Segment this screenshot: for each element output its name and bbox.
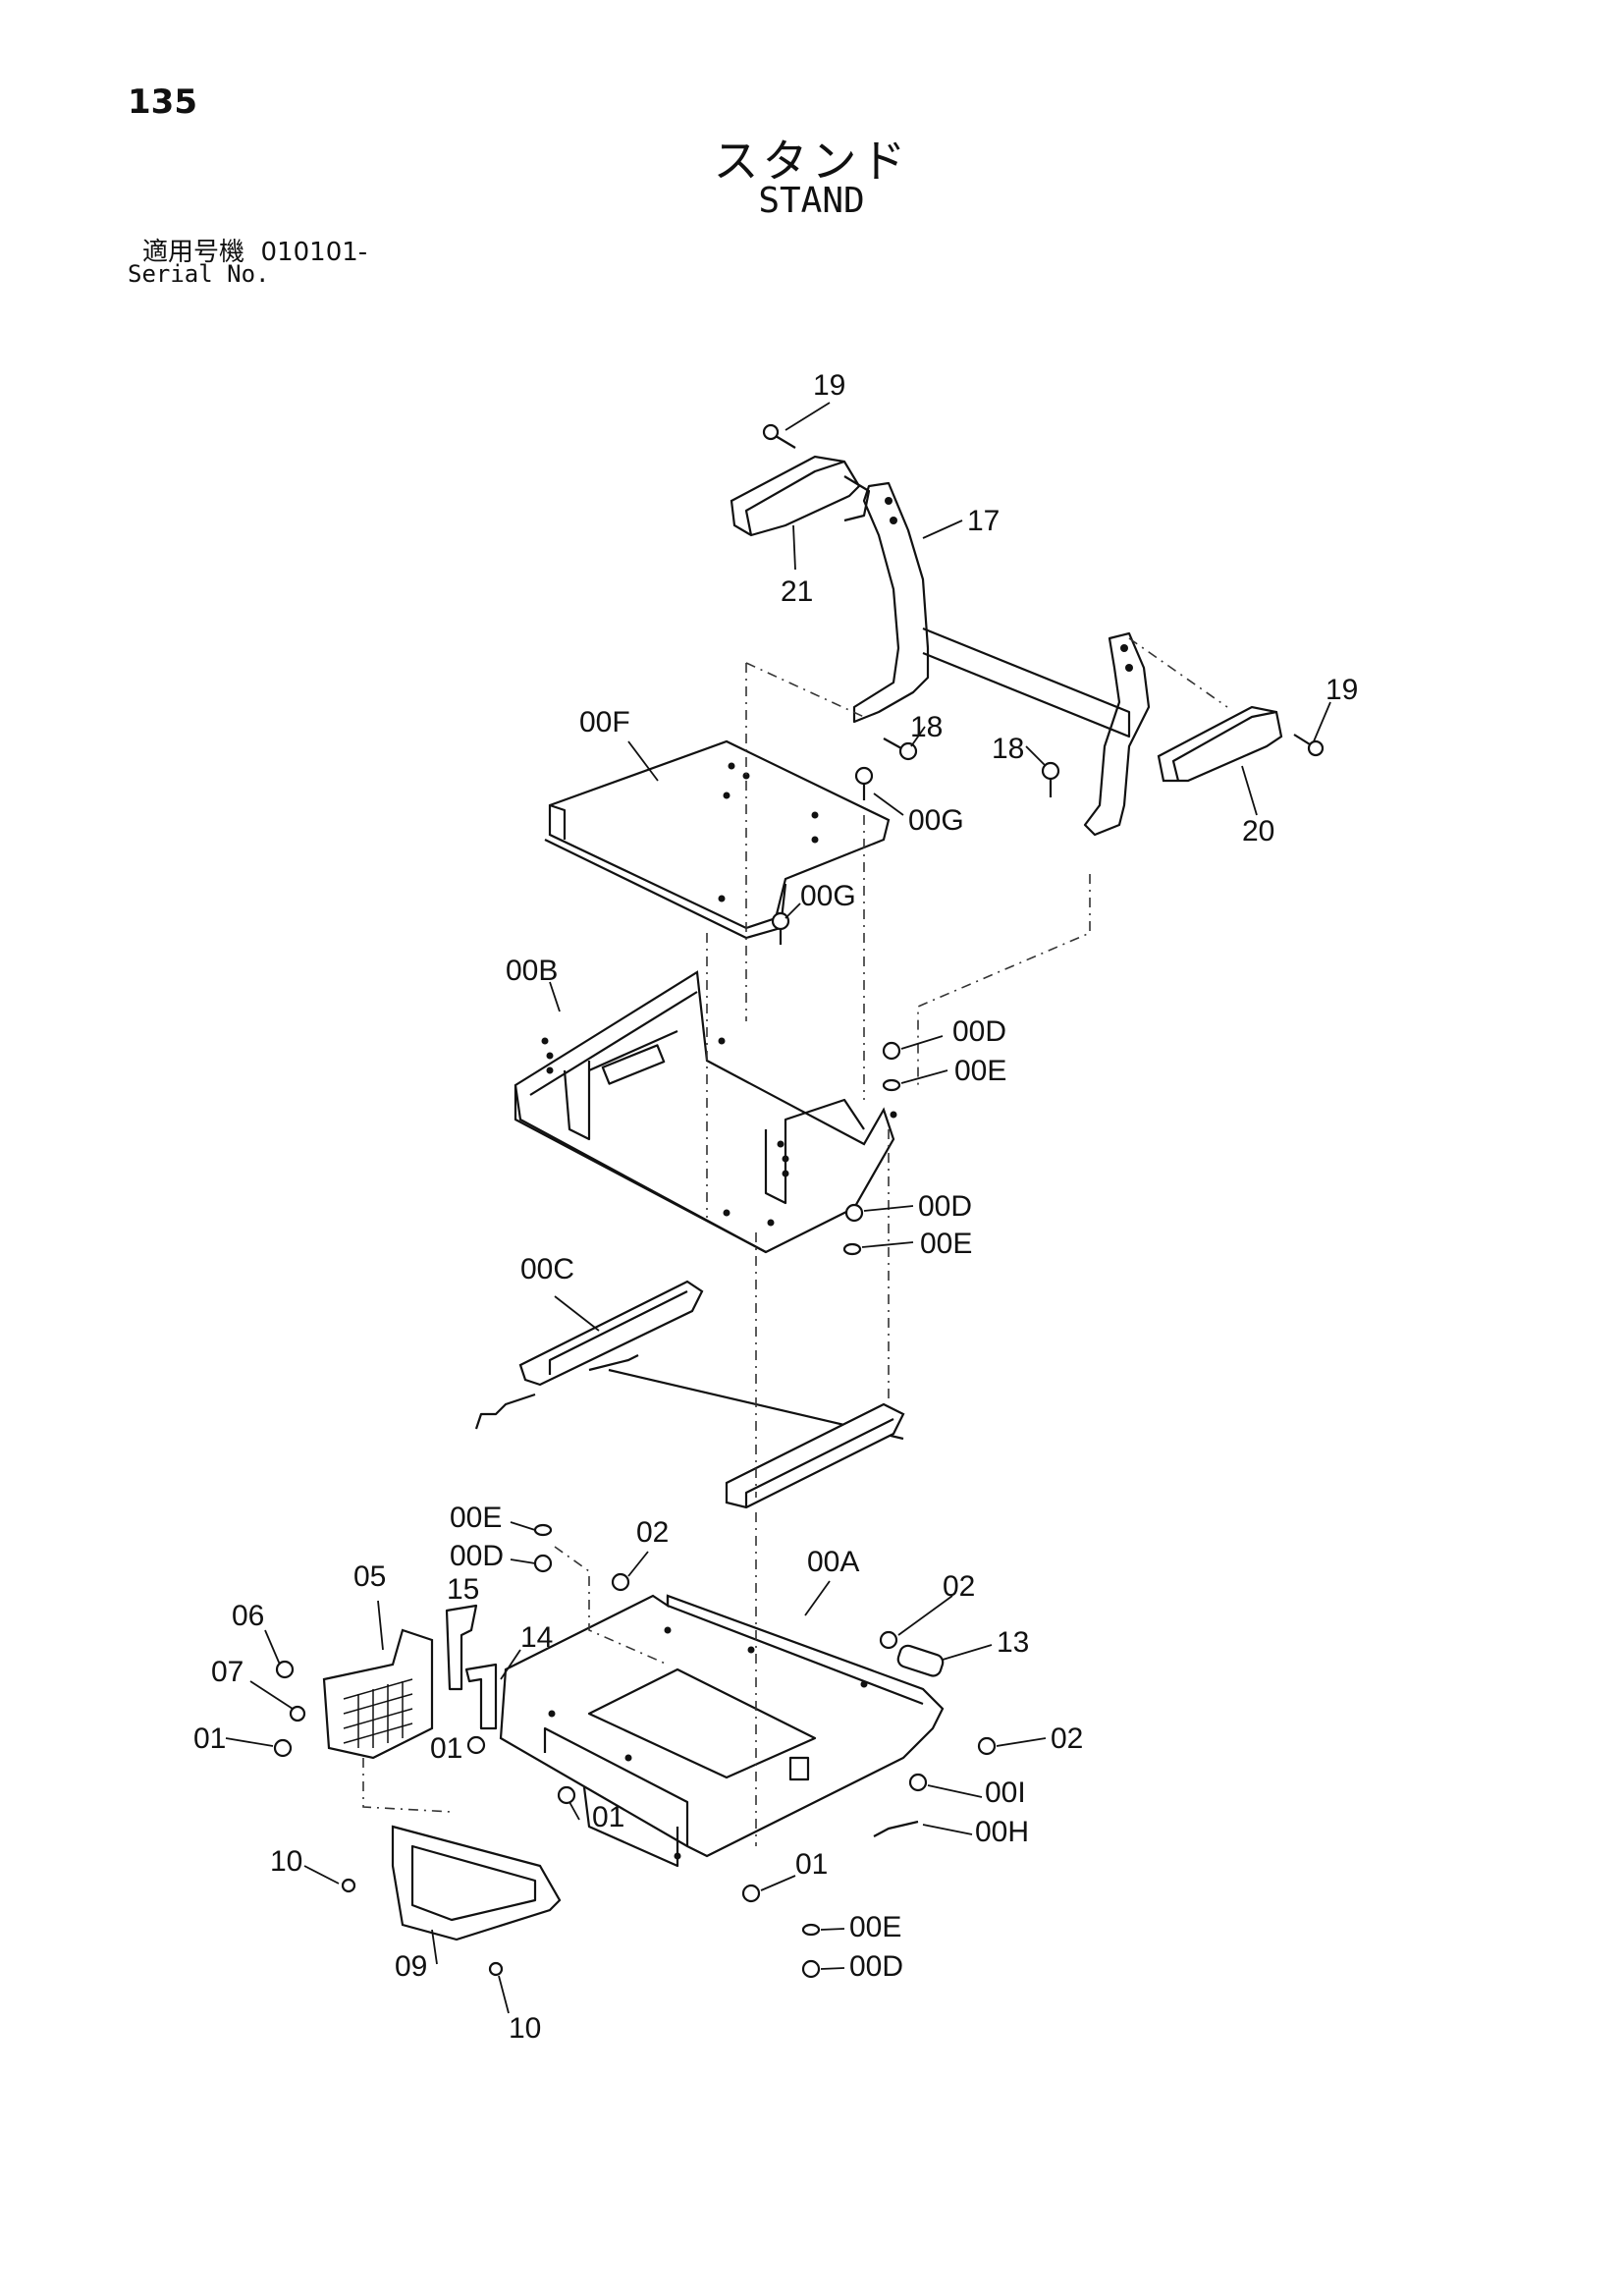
cap-13 — [896, 1644, 945, 1677]
clip-15 — [445, 1604, 478, 1691]
grille-05 — [322, 1628, 434, 1760]
callout-00C: 00C — [520, 1253, 574, 1285]
plate-00F — [544, 739, 891, 940]
callout-06: 06 — [232, 1600, 264, 1632]
callout-19-top: 19 — [813, 369, 845, 402]
serial-number-value: 010101- — [260, 238, 368, 267]
bolt-18-left — [883, 738, 918, 761]
nut-00D-upper — [882, 1041, 901, 1061]
fasteners — [273, 1523, 997, 1979]
callout-05: 05 — [353, 1560, 386, 1593]
base-plate-00A — [499, 1594, 945, 1868]
callout-01-inner: 01 — [592, 1801, 624, 1833]
nut-00D-middle — [844, 1203, 864, 1223]
washer-00E-upper — [882, 1078, 901, 1092]
callout-00E-middle: 00E — [920, 1228, 972, 1260]
callout-13: 13 — [997, 1626, 1029, 1659]
bolt-18-right — [1041, 761, 1060, 797]
bolt-19-right — [1293, 734, 1325, 757]
callout-01-right: 01 — [795, 1848, 828, 1881]
slide-rail-00C — [474, 1280, 905, 1509]
callout-00F: 00F — [579, 706, 630, 738]
callout-00D-lower-left: 00D — [450, 1540, 504, 1572]
callout-labels: 19 17 21 19 20 18 18 00F 00G 00G 00B 00D… — [193, 369, 1358, 2045]
callout-17: 17 — [967, 505, 1000, 537]
callout-00B: 00B — [506, 955, 558, 987]
callout-00D-middle: 00D — [918, 1190, 972, 1223]
bolt-00G-upper — [854, 766, 874, 800]
callout-00H: 00H — [975, 1816, 1029, 1848]
bolt-19-left — [762, 423, 796, 449]
callout-07: 07 — [211, 1656, 243, 1688]
callout-00E-upper: 00E — [954, 1055, 1006, 1087]
callout-14: 14 — [520, 1621, 553, 1654]
callout-18-right: 18 — [992, 733, 1024, 765]
callout-19-right: 19 — [1325, 674, 1358, 706]
callout-00I: 00I — [985, 1777, 1026, 1809]
serial-label-japanese: 適用号機 — [142, 238, 245, 267]
washer-00E-middle — [842, 1242, 862, 1256]
armrest-bracket-17 — [852, 481, 1151, 837]
serial-label-english: Serial No. — [128, 260, 270, 288]
callout-21: 21 — [781, 575, 813, 608]
callout-00D-upper: 00D — [952, 1015, 1006, 1048]
assembly-lines — [362, 637, 1228, 1846]
bolt-00G-lower — [771, 911, 790, 945]
callout-02-right-upper: 02 — [943, 1570, 975, 1603]
page-title-japanese: スタンド — [713, 135, 910, 188]
callout-01-left: 01 — [193, 1722, 226, 1755]
armrest-right-20 — [1157, 705, 1283, 783]
leader-lines — [225, 402, 1331, 2014]
callout-00E-lower-right: 00E — [849, 1911, 901, 1943]
serial-applicability: 適用号機 010101- — [142, 232, 367, 268]
callout-15: 15 — [447, 1573, 479, 1606]
callout-01-center: 01 — [430, 1732, 462, 1765]
callout-00E-lower-left: 00E — [450, 1502, 502, 1534]
callout-00G-lower: 00G — [800, 880, 856, 912]
clip-14 — [464, 1663, 498, 1730]
duct-09 — [391, 1825, 562, 1941]
callout-00A: 00A — [807, 1546, 859, 1578]
callout-00G-upper: 00G — [908, 804, 964, 837]
armrest-left-21 — [730, 455, 871, 537]
callout-10-bottom: 10 — [509, 2012, 541, 2045]
callout-18-left: 18 — [910, 711, 943, 743]
callout-10-left: 10 — [270, 1845, 302, 1878]
stand-frame-00B — [514, 970, 897, 1254]
page-title-english: STAND — [758, 181, 865, 221]
callout-00D-lower-right: 00D — [849, 1950, 903, 1983]
callout-09: 09 — [395, 1950, 427, 1983]
callout-02-top: 02 — [636, 1516, 669, 1549]
callout-20: 20 — [1242, 815, 1274, 847]
callout-02-right-lower: 02 — [1051, 1722, 1083, 1755]
page-number: 135 — [128, 82, 197, 122]
